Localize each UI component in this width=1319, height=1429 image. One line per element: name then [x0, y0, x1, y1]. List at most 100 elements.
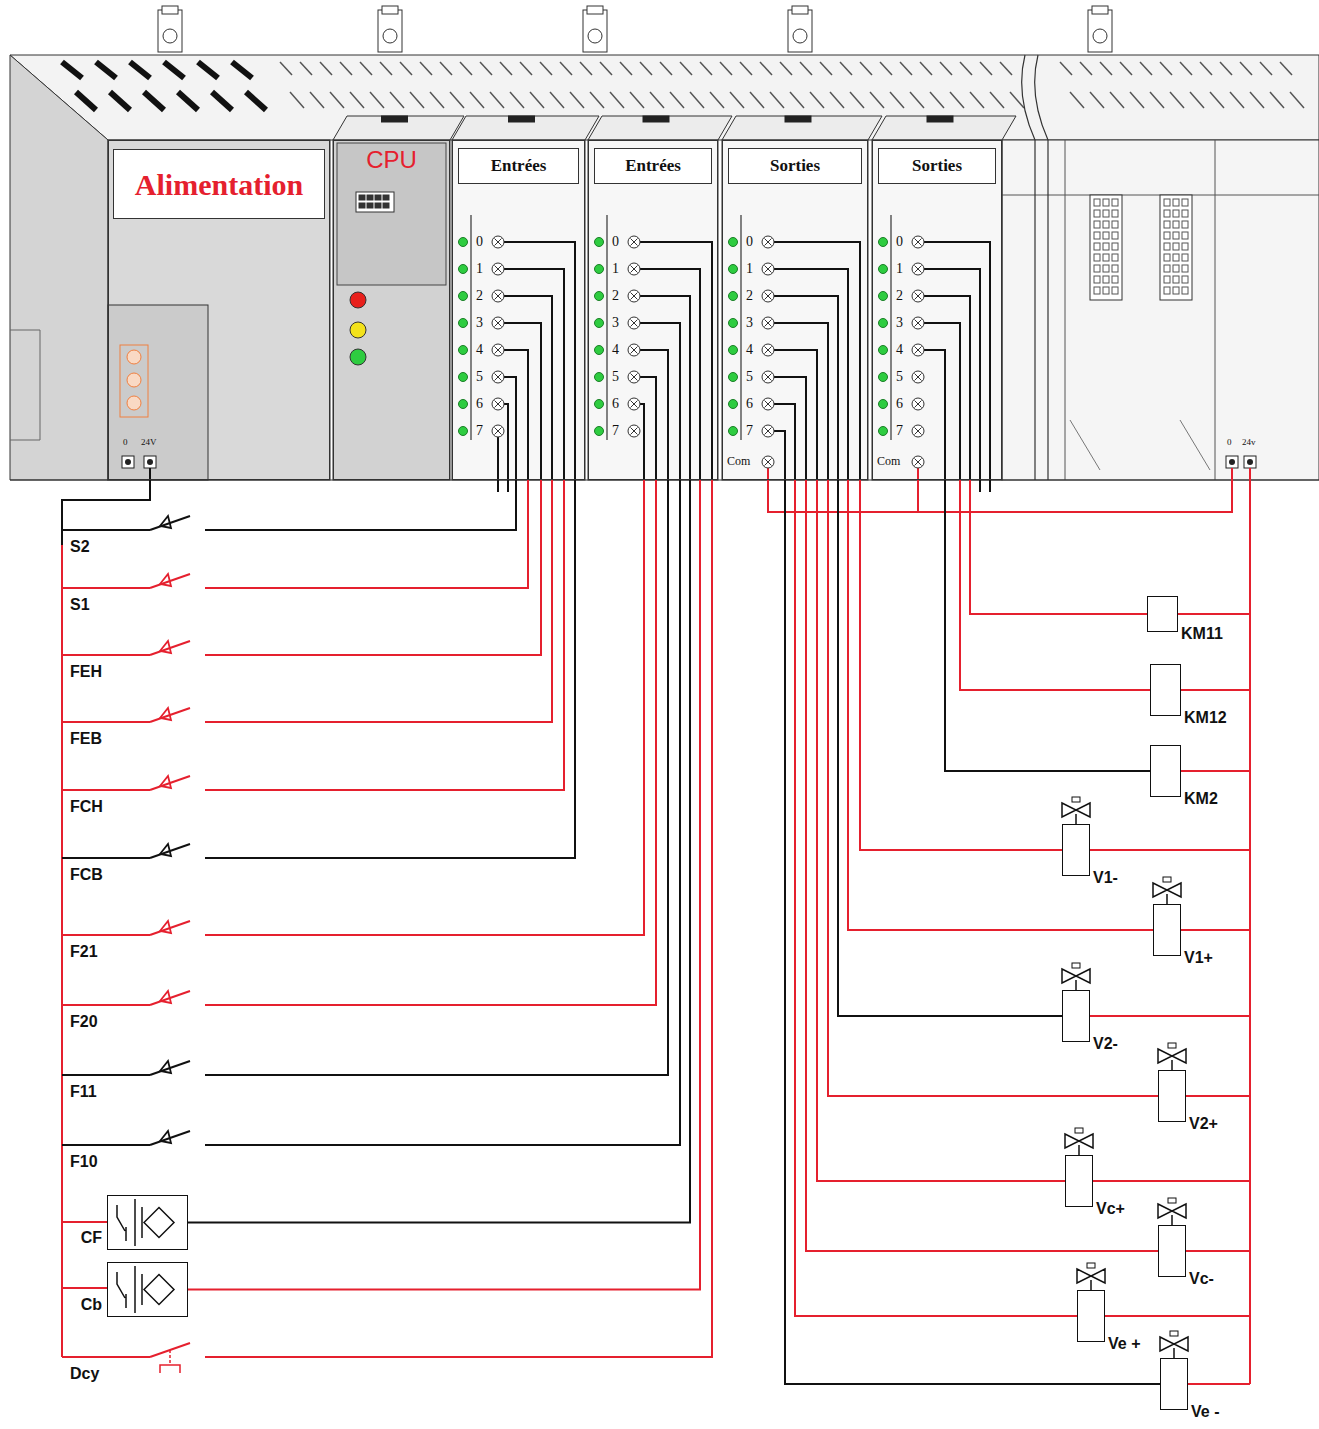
terminal-number: 4	[612, 342, 619, 358]
vent	[970, 92, 984, 108]
io-led	[729, 319, 738, 328]
valve-label: Ve +	[1108, 1335, 1140, 1353]
proximity-sensor: Cb	[107, 1262, 188, 1317]
io-led	[459, 319, 468, 328]
screw-terminal	[495, 320, 502, 327]
connector-pin	[1164, 254, 1170, 261]
connector-pin	[1164, 221, 1170, 228]
connector-pin	[1112, 232, 1118, 239]
module-body	[108, 140, 330, 480]
io-led	[595, 238, 604, 247]
screw-terminal	[628, 425, 640, 437]
connector-pin	[1182, 276, 1188, 283]
vent	[700, 62, 712, 75]
wire	[774, 404, 795, 480]
connector-pin	[1094, 287, 1100, 294]
connector-pin	[1094, 232, 1100, 239]
vent	[640, 62, 652, 75]
vent	[500, 62, 512, 75]
valve-symbol	[1168, 1198, 1176, 1203]
module-body	[452, 140, 585, 480]
terminal-number: 2	[612, 288, 619, 304]
limit-switch-roller	[160, 776, 171, 788]
vent	[290, 92, 304, 108]
solenoid-valve: V2-	[1062, 990, 1090, 1042]
rack-top	[10, 55, 1319, 140]
vent	[670, 92, 684, 108]
connector-grid	[1090, 195, 1122, 300]
screw-terminal	[628, 263, 640, 275]
connectors	[188, 480, 1160, 1384]
vent	[232, 62, 252, 78]
module-cap-latch	[927, 116, 953, 122]
vent	[370, 92, 384, 108]
connector-pin	[1103, 199, 1109, 206]
wire	[640, 269, 700, 480]
terminal-label: 0	[123, 437, 128, 448]
screw-terminal	[912, 263, 924, 275]
slot-line	[1070, 420, 1210, 470]
mounting-hook	[793, 29, 807, 43]
vent	[600, 62, 612, 75]
wire-connector	[960, 480, 1150, 690]
input-wire	[62, 721, 150, 723]
terminal-number: 2	[896, 288, 903, 304]
vent	[430, 92, 444, 108]
connector-pin	[1103, 232, 1109, 239]
vent	[1200, 62, 1212, 75]
vent	[510, 92, 524, 108]
vent	[490, 92, 504, 108]
input-wire	[205, 480, 712, 1357]
screw-terminal	[631, 266, 638, 273]
valve-label: Ve -	[1191, 1403, 1219, 1421]
vent	[770, 92, 784, 108]
limit-switch-roller	[160, 844, 171, 856]
wire	[774, 431, 785, 480]
io-led	[595, 427, 604, 436]
switch-label: FEB	[70, 730, 102, 748]
switch-contact	[150, 641, 190, 655]
screw-terminal	[765, 459, 772, 466]
wire	[640, 350, 668, 480]
sensor-symbol	[134, 1266, 136, 1313]
connector-pin	[1173, 276, 1179, 283]
cpu-port-pin	[383, 195, 389, 200]
mounting-hook	[1092, 6, 1108, 14]
screw-terminal	[762, 425, 774, 437]
wire	[774, 296, 838, 480]
connector-pin	[1112, 265, 1118, 272]
vent	[580, 62, 592, 75]
screw-terminal	[765, 320, 772, 327]
mounting-hook	[583, 10, 607, 52]
vent	[710, 92, 724, 108]
vent	[1280, 62, 1292, 75]
terminal-number: 3	[612, 315, 619, 331]
valve-symbol	[1163, 877, 1171, 882]
screw-terminal	[762, 290, 774, 302]
terminal-number: 6	[746, 396, 753, 412]
vent	[850, 92, 864, 108]
cpu-port-pin	[367, 195, 373, 200]
connector-pin	[1112, 254, 1118, 261]
valve-symbol	[1171, 1060, 1173, 1070]
screw-terminal	[631, 293, 638, 300]
connector-pin	[1164, 276, 1170, 283]
vent	[550, 92, 564, 108]
connector-pin	[1094, 210, 1100, 217]
supply-terminal	[125, 459, 131, 465]
terminal-number: 4	[476, 342, 483, 358]
vent	[350, 92, 364, 108]
vent	[900, 62, 912, 75]
mounting-hook	[382, 6, 398, 14]
module-body	[333, 140, 450, 480]
vent	[420, 62, 432, 75]
vent	[1270, 92, 1284, 108]
valve-label: Vc+	[1096, 1200, 1125, 1218]
limit-switch-roller	[160, 641, 171, 653]
switch-contact	[150, 1061, 190, 1075]
io-led	[879, 400, 888, 409]
screw-terminal	[628, 290, 640, 302]
common-terminal-label: Com	[877, 454, 900, 468]
empty-slots	[1002, 140, 1319, 480]
wire	[497, 437, 499, 492]
